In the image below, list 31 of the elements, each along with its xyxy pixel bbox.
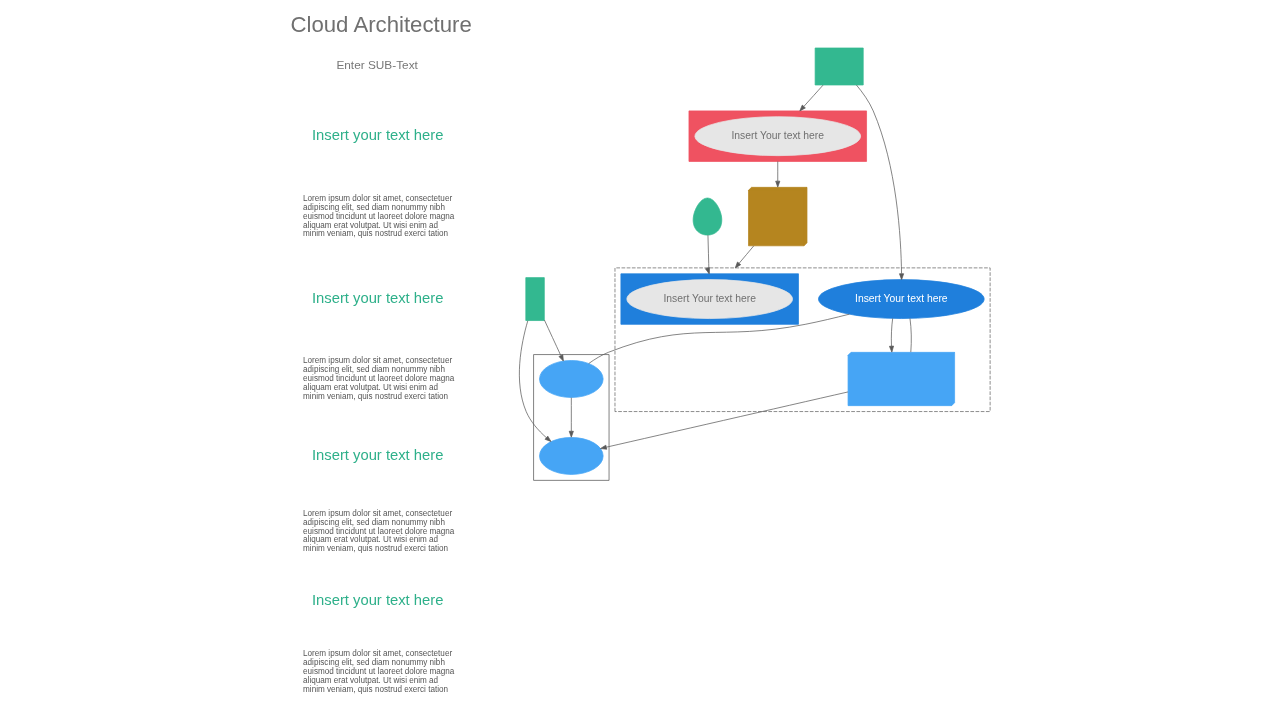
node-ellipse: Insert Your text here (694, 116, 861, 157)
node-person (692, 197, 722, 236)
label: Lorem ipsum dolor sit amet, consectetuer adipiscing elit, sed diam nonummy nibh euismod tincidunt ut laoreet dolore magna aliquam erat volutpat. Ut wisi enim ad minim veniam, quis nostrud exerci tation (302, 649, 454, 694)
label: Enter SUB-Text (335, 58, 418, 73)
arrow (799, 84, 823, 112)
diagram-title: Cloud Architecture (290, 11, 472, 37)
node-cloud (538, 360, 603, 398)
arrow (774, 161, 780, 188)
label: Lorem ipsum dolor sit amet, consectetuer adipiscing elit, sed diam nonummy nibh euismod tincidunt ut laoreet dolore magna aliquam erat volutpat. Ut wisi enim ad minim veniam, quis nostrud exerci tation (302, 193, 454, 239)
arrow (734, 245, 754, 269)
label: Lorem ipsum dolor sit amet, consectetuer adipiscing elit, sed diam nonummy nibh euismod tincidunt ut laoreet dolore magna aliquam erat volutpat. Ut wisi enim ad minim veniam, quis nostrud exerci tation (302, 508, 454, 554)
node-ellipse: Insert Your text here (626, 279, 793, 319)
cluster (688, 110, 867, 162)
arrow (543, 319, 564, 362)
label: Insert your text here (311, 592, 443, 609)
label: Insert your text here (311, 126, 443, 143)
node-tower (524, 277, 545, 321)
arrow (855, 84, 904, 281)
cluster (620, 273, 799, 325)
arrow (518, 320, 551, 442)
arrow (599, 391, 848, 450)
label: Lorem ipsum dolor sit amet, consectetuer adipiscing elit, sed diam nonummy nibh euismod tincidunt ut laoreet dolore magna aliquam erat volutpat. Ut wisi enim ad minim veniam, quis nostrud exerci tation (302, 356, 454, 401)
node-ellipse: Insert Your text here (817, 279, 985, 319)
connector (587, 313, 850, 364)
connector (909, 318, 912, 353)
label: Insert your text here (311, 446, 443, 463)
node-monitor (814, 47, 864, 86)
arrow (568, 397, 574, 438)
label: Insert your text here (311, 289, 443, 306)
arrow (704, 234, 710, 275)
arrow (888, 318, 894, 353)
